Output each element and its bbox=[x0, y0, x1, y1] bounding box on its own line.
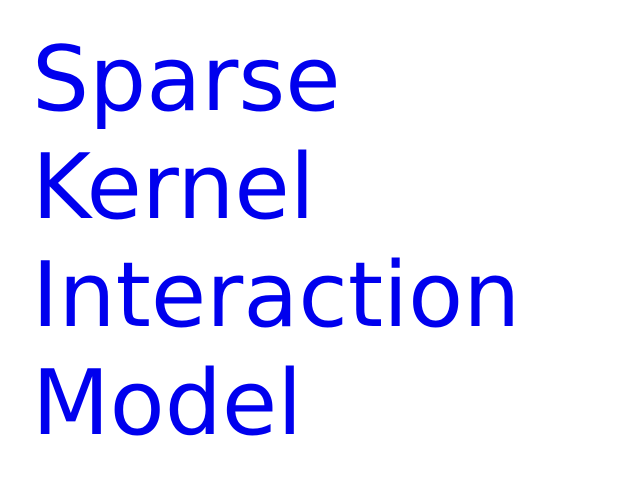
title-line-3: Interaction bbox=[32, 243, 521, 348]
title-text: Sparse Kernel Interaction Model bbox=[32, 26, 632, 458]
title-line-4: Model bbox=[32, 351, 303, 456]
title-line-1: Sparse bbox=[32, 27, 341, 132]
title-line-2: Kernel bbox=[32, 135, 315, 240]
